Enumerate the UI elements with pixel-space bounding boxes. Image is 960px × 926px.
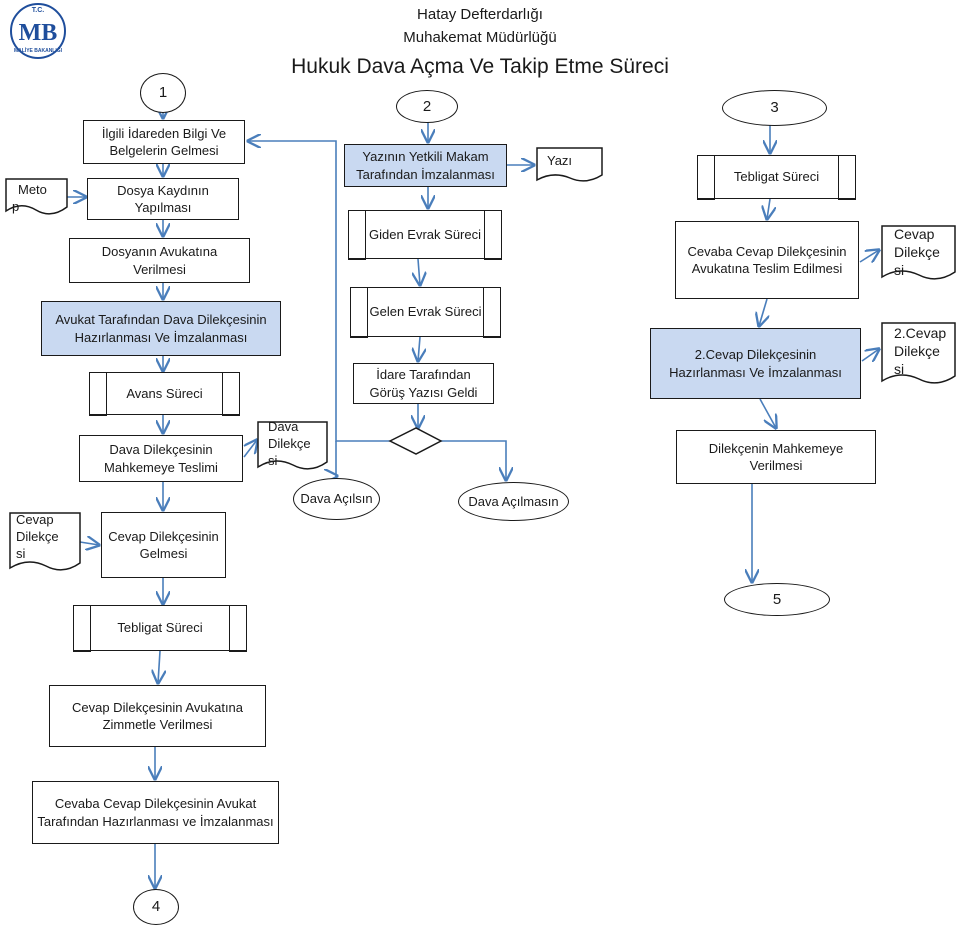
connector-1: 1 (140, 73, 186, 113)
logo-top-text: T.C. (32, 7, 45, 14)
arrow-to-ikincidoc (861, 349, 879, 361)
connector-4: 4 (133, 889, 179, 925)
doc-cevap-left-line-1: Cevap (16, 512, 54, 527)
doc-dava-dilekce-line-3: si (268, 452, 278, 468)
connector-lines (67, 112, 879, 888)
arrow-cevapdoc-to-cevap (79, 542, 99, 545)
arrow-tebligat-to-zimmet (158, 650, 160, 683)
arrow-to-acilsin (336, 441, 337, 476)
step-cevaba-cevap-teslim: Cevaba Cevap Dilekçesinin Avukatına Tesl… (675, 221, 859, 299)
doc-ikinci-line-2: Dilekçe (894, 343, 940, 360)
arrow-teslim-to-davadoc (243, 440, 257, 458)
doc-yazi-label: Yazı (547, 153, 573, 168)
doc-cevap-left-line-3: si (16, 545, 26, 561)
doc-cevap-dilekce-left-label: Cevap Dilekçe si (10, 512, 80, 563)
doc-metop-label: Meto p (6, 182, 67, 216)
document-shapes (5, 147, 956, 571)
ikinci-cevap-doc-shape (881, 322, 956, 384)
doc-metop-line-2: p (12, 198, 20, 214)
step-gelen-evrak: Gelen Evrak Süreci (350, 286, 501, 338)
connector-3: 3 (722, 90, 827, 126)
doc-cevap-dilekce-right-label: Cevap Dilekçe si (888, 225, 955, 280)
arrow-gelen-to-gorus (418, 336, 420, 361)
arrow-cevaba-to-ikinci (759, 298, 767, 326)
header-line-1: Hatay Defterdarlığı (417, 6, 543, 23)
logo-bottom-text: MALİYE BAKANLIĞI (14, 46, 63, 54)
step-bilgi-gelmesi: İlgili İdareden Bilgi Ve Belgelerin Gelm… (83, 120, 245, 164)
step-mahkemeye-teslim: Dava Dilekçesinin Mahkemeye Teslimi (79, 435, 243, 482)
terminal-dava-acilsin: Dava Açılsın (293, 478, 380, 520)
step-tebligat-sureci-right: Tebligat Süreci (697, 154, 856, 200)
arrow-giden-to-gelen (418, 258, 420, 285)
step-cevap-zimmet: Cevap Dilekçesinin Avukatına Zimmetle Ve… (49, 685, 266, 747)
step-gorus-yazisi: İdare Tarafından Görüş Yazısı Geldi (353, 363, 494, 404)
cevap-dilekce-left-shape (9, 512, 81, 571)
doc-dava-dilekce-label: Dava Dilekçe si (262, 419, 327, 470)
arrow-to-cevapdoc-right (859, 250, 879, 262)
connector-2: 2 (396, 90, 458, 123)
step-ikinci-cevap-hazirlanma: 2.Cevap Dilekçesinin Hazırlanması Ve İmz… (650, 328, 861, 399)
step-yetkili-imza: Yazının Yetkili Makam Tarafından İmzalan… (344, 144, 507, 187)
logo-monogram: MB (19, 20, 58, 46)
step-dilekce-hazirlanma: Avukat Tarafından Dava Dilekçesinin Hazı… (41, 301, 281, 356)
arrow-diamond-to-acilmasin (441, 440, 506, 480)
arrow-ikinci-to-mahkemeye (759, 398, 776, 428)
doc-metop-line-1: Meto (18, 182, 47, 197)
header-line-2: Muhakemat Müdürlüğü (403, 29, 557, 46)
doc-dava-dilekce-line-2: Dilekçe (268, 435, 311, 451)
doc-ikinci-cevap-label: 2.Cevap Dilekçe si (888, 324, 955, 379)
step-mahkemeye-verilmesi: Dilekçenin Mahkemeye Verilmesi (676, 430, 876, 484)
metop-shape (5, 178, 68, 215)
doc-cevap-right-line-2: Dilekçe (894, 244, 940, 261)
cevap-dilekce-right-shape (881, 225, 956, 280)
page-title: Hukuk Dava Açma Ve Takip Etme Süreci (291, 55, 669, 78)
doc-cevap-right-line-3: si (894, 262, 905, 279)
doc-dava-dilekce-line-1: Dava (268, 419, 299, 434)
step-avans-sureci: Avans Süreci (89, 371, 240, 416)
doc-ikinci-line-3: si (894, 361, 905, 378)
decision-diamond (388, 427, 443, 455)
step-giden-evrak: Giden Evrak Süreci (348, 209, 502, 260)
doc-cevap-left-line-2: Dilekçe (16, 528, 59, 544)
ministry-logo: T.C. MB MALİYE BAKANLIĞI (10, 3, 66, 59)
step-cevaba-cevap-hazirlanma: Cevaba Cevap Dilekçesinin Avukat Tarafın… (32, 781, 279, 844)
terminal-dava-acilmasin: Dava Açılmasın (458, 482, 569, 521)
step-cevap-gelmesi: Cevap Dilekçesinin Gelmesi (101, 512, 226, 578)
step-dosya-kaydi: Dosya Kaydının Yapılması (87, 178, 239, 220)
doc-cevap-right-line-1: Cevap (894, 226, 935, 242)
arrow-tebligat-to-cevaba (767, 198, 770, 219)
yazi-doc-shape (536, 147, 603, 182)
dava-dilekce-doc-shape (257, 421, 328, 470)
doc-ikinci-line-1: 2.Cevap (894, 325, 947, 341)
step-tebligat-sureci-left: Tebligat Süreci (73, 604, 247, 652)
connector-5: 5 (724, 583, 830, 616)
step-dosya-avukata: Dosyanın Avukatına Verilmesi (69, 238, 250, 283)
arrow-diamond-to-bilgi (248, 141, 390, 442)
